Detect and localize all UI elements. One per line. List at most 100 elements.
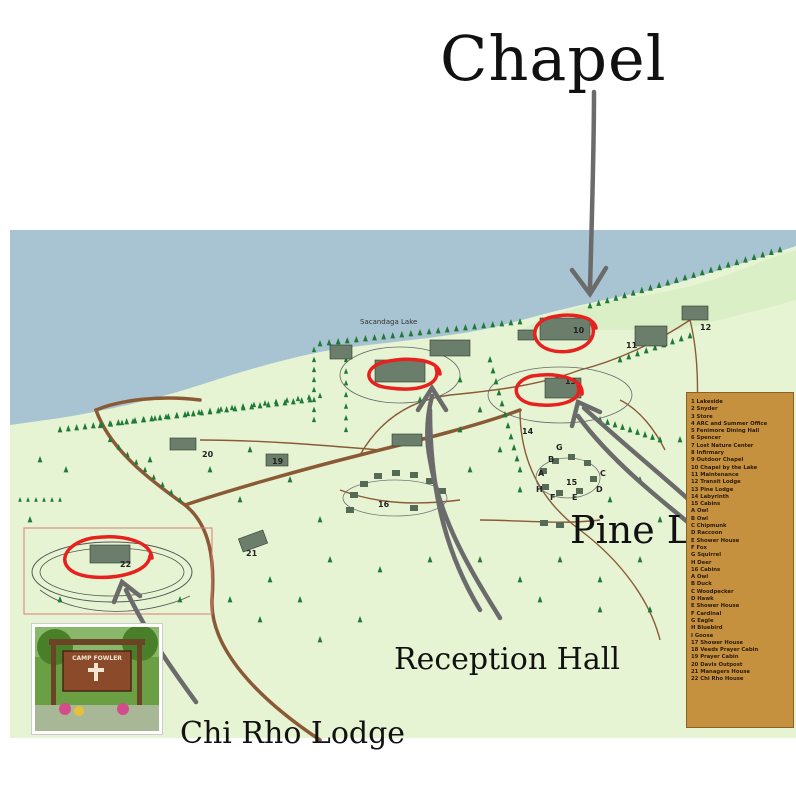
- tree-icon: [648, 284, 653, 291]
- tree-icon: [557, 556, 563, 563]
- legend-item: 13 Pine Lodge: [691, 486, 734, 493]
- legend-item: A Owl: [691, 508, 709, 515]
- tree-icon: [514, 455, 520, 462]
- legend-item: 22 Chi Rho House: [691, 676, 744, 683]
- tree-icon: [511, 444, 517, 451]
- tree-icon: [622, 291, 627, 299]
- legend-item: 18 Veeds Prayer Cabin: [691, 647, 759, 654]
- tree-icon: [295, 395, 301, 402]
- legend-item: B Duck: [691, 581, 712, 588]
- arrow-chapel-head: [569, 265, 609, 298]
- tree-icon: [687, 332, 693, 339]
- tree-icon: [620, 423, 625, 430]
- tree-icon: [652, 344, 658, 351]
- building-managers-house: [238, 529, 268, 553]
- arrow-chi-rho: [123, 587, 199, 705]
- tree-icon: [499, 320, 505, 327]
- tree-icon: [502, 411, 508, 418]
- tree-icon: [499, 400, 505, 407]
- tree-icon: [691, 271, 697, 278]
- tree-icon: [751, 253, 757, 261]
- tree-icon: [90, 422, 96, 429]
- tree-icon: [626, 353, 632, 360]
- tree-icon: [124, 418, 130, 425]
- tree-icon: [417, 329, 423, 336]
- tree-icon: [372, 334, 377, 341]
- arrow-reception-2: [427, 407, 483, 613]
- building-chi-rho-house: [89, 544, 131, 564]
- svg-text:13: 13: [565, 377, 576, 386]
- tree-icon: [311, 396, 317, 403]
- tree-icon: [147, 456, 153, 463]
- tree-icon: [427, 556, 433, 563]
- tree-icon: [493, 378, 499, 385]
- tree-icon: [508, 433, 514, 440]
- tree-icon: [743, 256, 748, 263]
- arrow-reception-head: [415, 383, 449, 413]
- tree-icon: [177, 496, 183, 503]
- legend-item: 5 Fenimore Dining Hall: [691, 428, 760, 435]
- tree-icon: [353, 336, 359, 343]
- tree-icon: [642, 431, 648, 438]
- tree-icon: [34, 497, 38, 502]
- tree-icon: [160, 481, 165, 488]
- arrow-chapel: [587, 89, 597, 293]
- tree-icon: [708, 266, 714, 273]
- circle-reception: [367, 357, 442, 391]
- tree-icon: [647, 606, 653, 613]
- tree-icon: [637, 556, 643, 563]
- tree-icon: [760, 251, 766, 258]
- camp-sign-illustration: [35, 627, 159, 731]
- legend-item: 21 Managers House: [691, 668, 750, 675]
- tree-icon: [196, 409, 202, 415]
- legend-item: H Deer: [691, 559, 712, 566]
- tree-icon: [344, 337, 350, 344]
- tree-icon: [399, 331, 405, 338]
- tree-icon: [116, 444, 121, 450]
- legend-item: 4 ARC and Summer Office: [691, 420, 768, 427]
- tree-icon: [587, 302, 593, 309]
- tree-icon: [408, 330, 414, 337]
- tree-icon: [639, 286, 645, 294]
- shore-hills: [520, 250, 796, 330]
- legend-item: 10 Chapel by the Lake: [691, 464, 758, 471]
- legend-item: 11 Maintenance: [691, 471, 739, 478]
- tree-icon: [335, 338, 341, 345]
- tree-icon: [251, 401, 257, 408]
- svg-text:H: H: [536, 485, 543, 494]
- tree-icon: [643, 347, 649, 354]
- tree-icon: [42, 497, 46, 502]
- tree-icon: [306, 394, 312, 400]
- svg-text:12: 12: [700, 323, 711, 332]
- pine-lodge-area: [487, 366, 633, 424]
- tree-icon: [282, 399, 288, 406]
- tree-icon: [227, 596, 233, 603]
- tree-icon: [477, 406, 483, 413]
- tree-icon: [463, 324, 468, 331]
- tree-icon: [215, 407, 221, 414]
- legend-item: E Shower House: [691, 537, 740, 544]
- tree-icon: [37, 456, 43, 463]
- tree-icon: [604, 296, 610, 304]
- tree-icon: [207, 466, 213, 473]
- chi-rho-track-loop: [39, 589, 191, 612]
- chi-rho-frame: [23, 527, 213, 615]
- tree-icon: [237, 496, 243, 503]
- tree-icon: [142, 466, 148, 473]
- arrow-pine-lodge-head: [569, 398, 603, 429]
- tree-icon: [169, 489, 174, 495]
- tree-icon: [149, 415, 155, 422]
- tree-icon: [57, 426, 63, 433]
- tree-icon: [284, 397, 290, 403]
- tree-icon: [635, 428, 640, 435]
- tree-icon: [273, 398, 279, 405]
- legend-item: 12 Transit Lodge: [691, 479, 741, 486]
- tree-icon: [82, 423, 88, 430]
- tree-icon: [185, 410, 191, 417]
- tree-icon: [597, 576, 603, 583]
- tree-icon: [177, 596, 183, 603]
- svg-text:A: A: [538, 469, 545, 478]
- legend-item: 16 Cabins: [691, 566, 721, 573]
- tree-icon: [481, 322, 487, 329]
- legend-item: I Goose: [691, 632, 714, 639]
